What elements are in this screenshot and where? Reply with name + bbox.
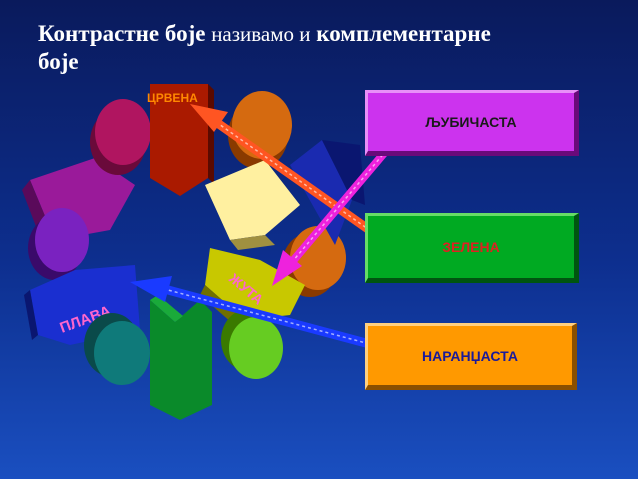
magenta-cylinder <box>90 99 151 175</box>
orange-box: НАРАНЏАСТА <box>365 323 577 390</box>
violet-label: ЉУБИЧАСТА <box>425 114 517 130</box>
red-label: ЦРВЕНА <box>147 91 198 105</box>
title-part-1: Контрастне боје <box>38 21 206 46</box>
blue-arrow <box>130 276 394 355</box>
green-label: ЗЕЛЕНА <box>442 239 500 255</box>
orange-label: НАРАНЏАСТА <box>422 347 518 364</box>
yellow-shape <box>205 160 300 250</box>
title-part-3: комплементарне <box>316 21 491 46</box>
title-part-4: боје <box>38 49 79 74</box>
purple-cylinder <box>28 208 89 280</box>
violet-box: ЉУБИЧАСТА <box>365 90 579 156</box>
green-prism <box>150 295 212 420</box>
teal-cylinder <box>84 313 150 385</box>
title-part-2: називамо и <box>211 22 311 46</box>
green-box: ЗЕЛЕНА <box>365 213 579 283</box>
slide-title: Контрастне боје називамо и комплементарн… <box>38 20 628 76</box>
lime-cylinder <box>221 309 283 379</box>
